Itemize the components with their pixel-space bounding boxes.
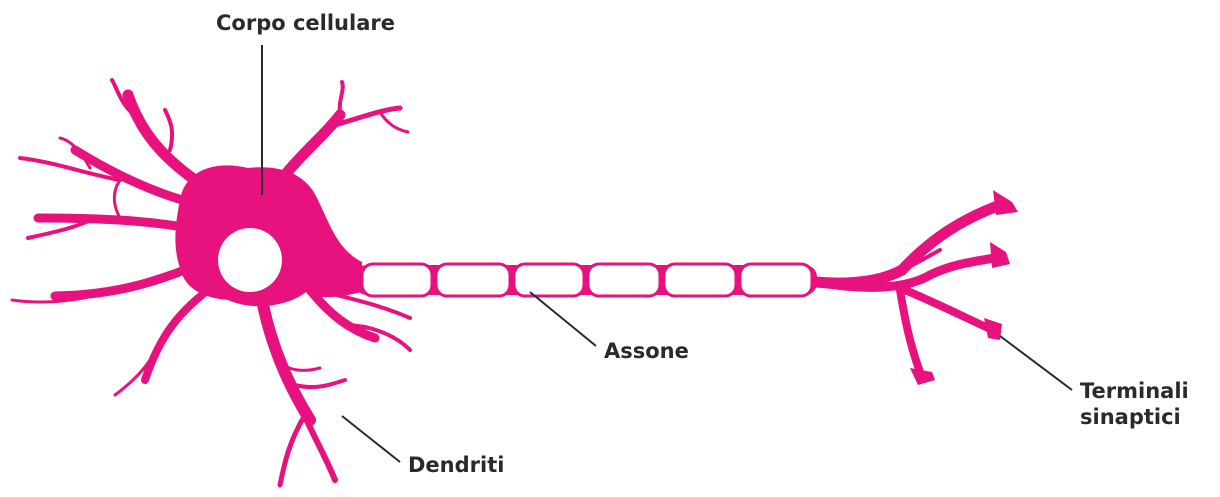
label-cell-body: Corpo cellulare: [216, 10, 395, 36]
label-dendrites: Dendriti: [408, 452, 504, 478]
leader-line-terminals: [1000, 336, 1072, 390]
leader-line-axon: [530, 292, 596, 346]
myelin-sheath: [436, 264, 510, 296]
myelin-sheath: [740, 264, 812, 296]
leader-line-dendrites: [342, 416, 400, 462]
leader-lines: [262, 45, 1072, 462]
label-synaptic-terminals-line2: sinaptici: [1080, 404, 1189, 430]
label-axon: Assone: [604, 338, 689, 364]
myelin-sheath: [514, 264, 584, 296]
label-synaptic-terminals: Terminali sinaptici: [1080, 378, 1189, 431]
myelin-sheath: [588, 264, 660, 296]
myelin-sheath: [664, 264, 736, 296]
axon-terminals: [815, 205, 1000, 372]
myelin-sheath: [362, 264, 432, 296]
label-synaptic-terminals-line1: Terminali: [1080, 378, 1189, 404]
nucleus: [218, 228, 282, 292]
